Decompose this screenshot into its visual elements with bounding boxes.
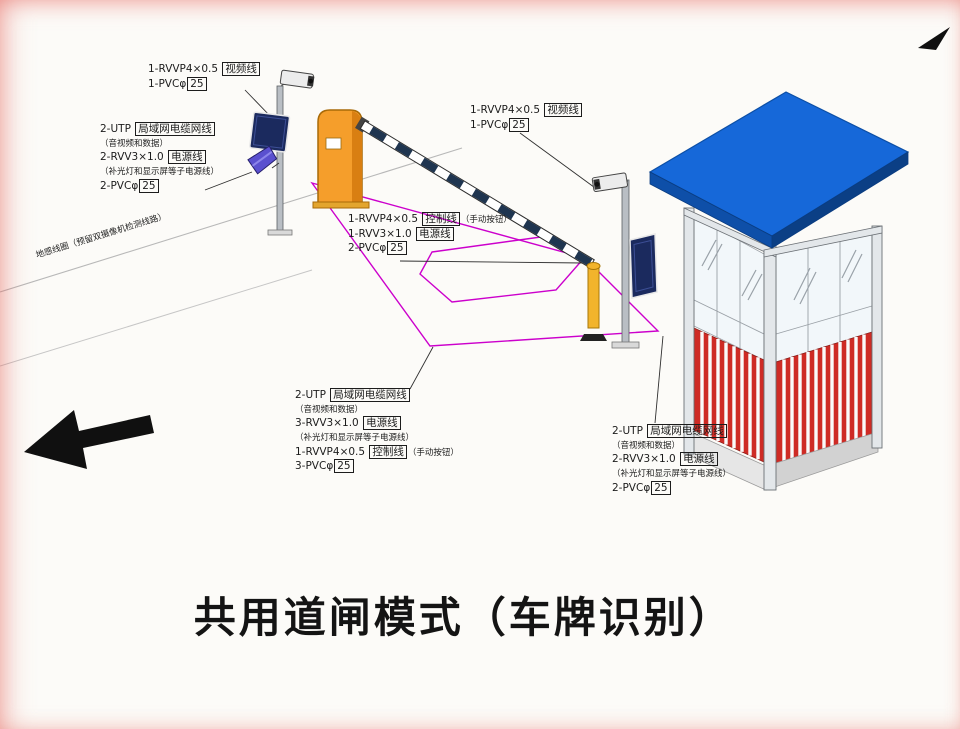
- compass-arrow-icon: [918, 27, 950, 50]
- traffic-direction-arrow: [24, 410, 154, 469]
- arm-support-post: [580, 262, 607, 341]
- panel-stripes-right: [782, 334, 866, 462]
- leader-barrier: [399, 260, 584, 264]
- camera-pole-left: [247, 69, 315, 236]
- barrier-base: [312, 201, 370, 209]
- booth-beam-left: [683, 207, 777, 258]
- leader-zone: [409, 346, 434, 390]
- label-zone-cable: 2-UTP 局域网电缆网线（音视频和数据）3-RVV3×1.0 电源线（补光灯和…: [295, 388, 459, 474]
- barrier-gate-machine: [312, 109, 370, 209]
- road-lines: [0, 147, 463, 367]
- lpr-camera-left-icon: [279, 69, 315, 89]
- booth-post-left: [683, 207, 695, 455]
- booth-post-right: [871, 225, 883, 449]
- bollard-base: [580, 334, 607, 341]
- leader-booth: [654, 335, 664, 424]
- leader-camera2: [519, 132, 599, 191]
- lpr-camera-right-icon: [591, 172, 628, 193]
- label-pole1-cable: 2-UTP 局域网电缆网线（音视频和数据）2-RVV3×1.0 电源线（补光灯和…: [100, 122, 220, 193]
- window-mullions: [693, 228, 873, 352]
- booth-post-front: [763, 245, 777, 491]
- arm-stripes: [369, 126, 593, 267]
- booth-roof-edge-right: [771, 151, 909, 249]
- camera-pole-right: [591, 172, 658, 349]
- led-display-right-icon: [629, 233, 658, 299]
- barrier-panel: [325, 137, 342, 150]
- barrier-cabinet-shade: [352, 111, 362, 204]
- led-display-left-icon: [249, 111, 291, 153]
- barrier-arm: [355, 116, 595, 269]
- flood-light-icon: [247, 145, 278, 175]
- leader-lines: [204, 89, 664, 424]
- leader-pole1: [204, 171, 253, 191]
- diagram-title: 共用道闸模式（车牌识别）: [193, 593, 734, 642]
- zone-outline: [310, 181, 660, 347]
- guard-booth: [648, 91, 910, 491]
- label-booth-cable: 2-UTP 局域网电缆网线（音视频和数据）2-RVV3×1.0 电源线（补光灯和…: [612, 424, 732, 495]
- booth-beam-right: [763, 225, 883, 258]
- window-reflections: [701, 239, 863, 305]
